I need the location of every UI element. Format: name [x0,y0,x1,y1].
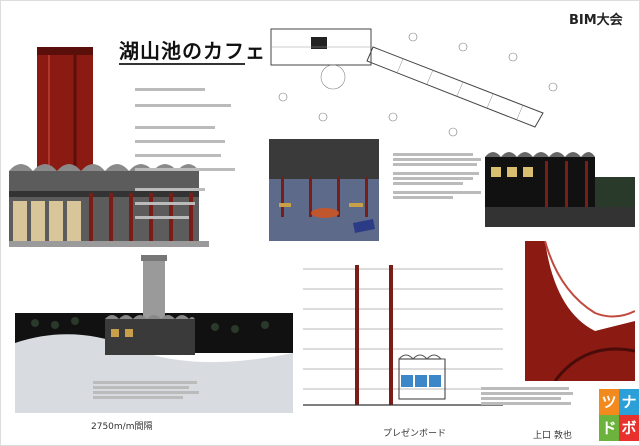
logo-char-3: ド [599,415,619,441]
title-underline [119,63,245,65]
logo-char-1: ツ [599,389,619,415]
exterior-night-rendering [485,137,635,227]
page-title: 湖山池のカフェ [119,39,266,63]
tsunado-logo: ツ ナ ド ボ [599,389,639,441]
tower-rendering [9,47,209,247]
logo-char-4: ボ [619,415,639,441]
logo-char-2: ナ [619,389,639,415]
site-plan-drawing [270,28,558,147]
tower-interior-rendering [525,241,635,381]
design-notes [393,151,485,223]
concept-notes [135,79,245,219]
interior-rendering [269,139,379,241]
section-caption: プレゼンボード [383,429,447,439]
aerial-notes [93,379,203,413]
section-notes [481,385,577,417]
section-drawing [303,265,503,406]
author-caption: 上口 敦也 [533,431,572,441]
event-label: BIM大会 [569,13,623,28]
distance-caption: 2750m/m間隔 [91,422,153,432]
